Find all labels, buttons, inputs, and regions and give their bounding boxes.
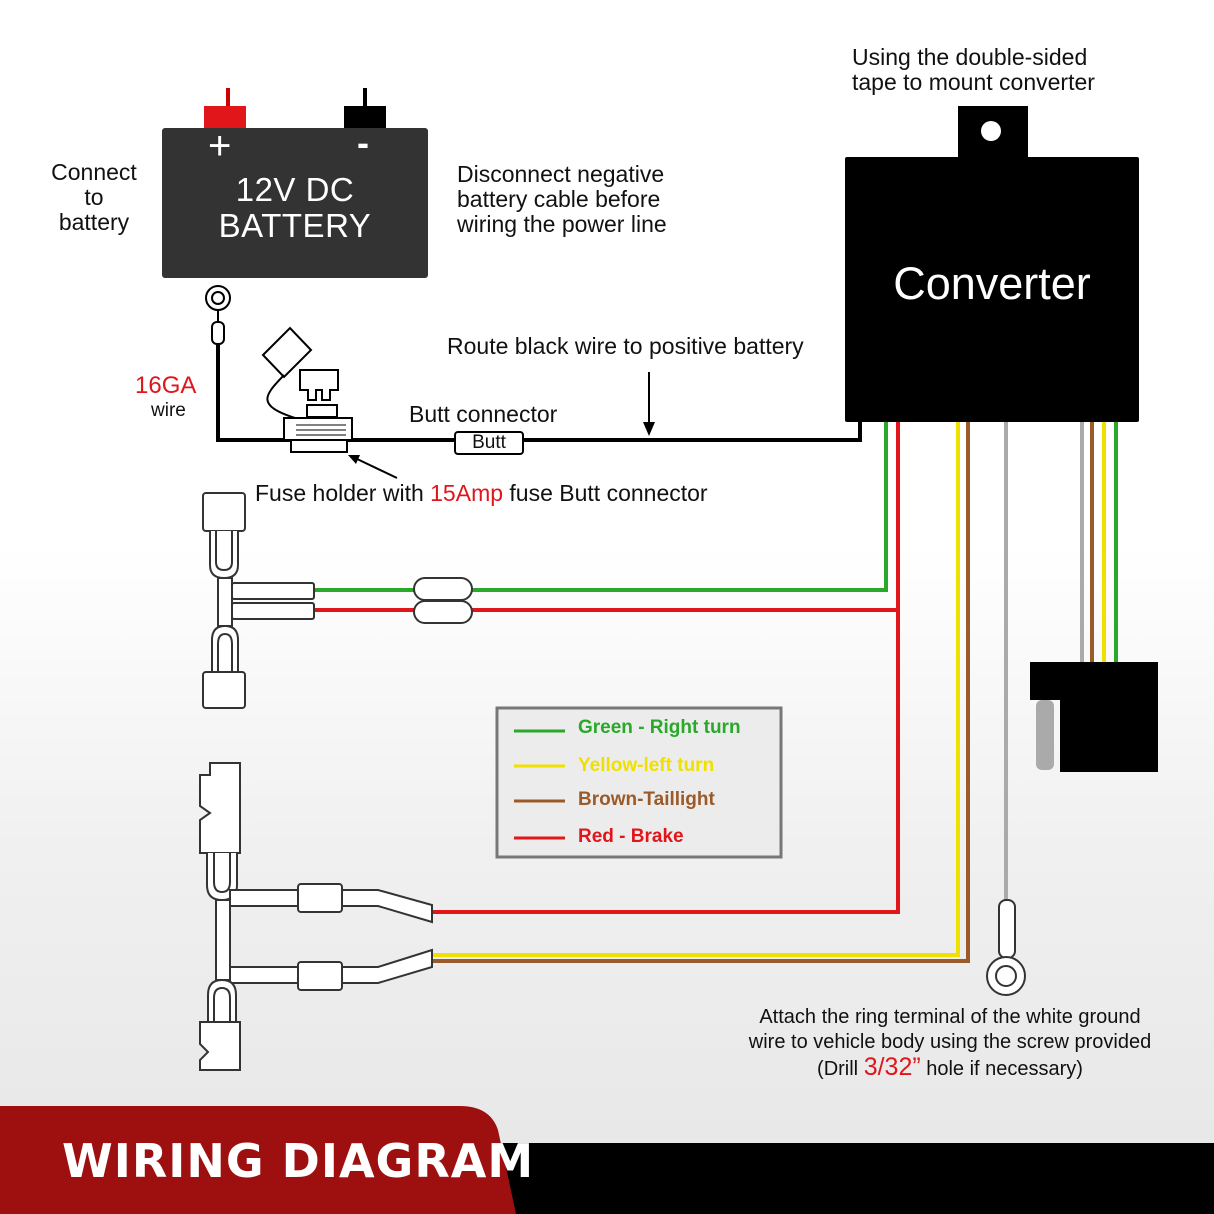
battery-negative-terminal [344, 88, 386, 128]
legend-item-yellow: Yellow-left turn [578, 755, 715, 776]
battery-line1: 12V DC [235, 171, 355, 208]
battery-minus-sign: - [357, 122, 369, 163]
legend-item-red: Red - Brake [578, 826, 684, 847]
battery-positive-terminal [204, 88, 246, 128]
black-power-wire [216, 344, 862, 442]
footer-red-tab [0, 1106, 516, 1214]
wire-gauge: 16GA [135, 372, 197, 399]
converter-label: Converter [893, 258, 1091, 309]
butt-connector [454, 431, 524, 455]
ground-note: Attach the ring terminal of the white gr… [748, 1006, 1152, 1081]
fuse-holder-note: Fuse holder with 15Amp fuse Butt connect… [255, 480, 708, 506]
fuse-pointer-arrow [348, 455, 398, 479]
legend-box [495, 706, 783, 859]
converter-wires [314, 422, 1118, 963]
fuse-holder [261, 326, 353, 453]
converter-box [845, 106, 1139, 422]
battery-line2: BATTERY [218, 207, 372, 244]
mount-note: Using the double-sided tape to mount con… [852, 44, 1095, 95]
bottom-t-connector [199, 762, 433, 1071]
four-pin-connector [1030, 662, 1158, 772]
route-black-wire-note: Route black wire to positive battery [447, 333, 804, 359]
battery-label: 12V DC BATTERY [162, 128, 428, 278]
battery-plus-sign: + [208, 124, 232, 168]
connect-to-battery-note: Connect to battery [51, 159, 137, 235]
route-arrow [643, 372, 655, 436]
footer-title: WIRING DIAGRAM [62, 1134, 535, 1188]
legend-item-green: Green - Right turn [578, 717, 741, 738]
top-t-connector [202, 492, 473, 709]
butt-connector-note: Butt connector [409, 401, 558, 427]
butt-tag: Butt [472, 432, 506, 453]
disconnect-note: Disconnect negative battery cable before… [457, 161, 667, 237]
battery-box [162, 128, 428, 278]
ground-ring-terminal [986, 899, 1026, 996]
battery-ring-terminal [205, 285, 231, 345]
legend-swatches [514, 729, 565, 840]
legend-item-brown: Brown-Taillight [578, 789, 715, 810]
wire-word: wire [151, 400, 186, 421]
